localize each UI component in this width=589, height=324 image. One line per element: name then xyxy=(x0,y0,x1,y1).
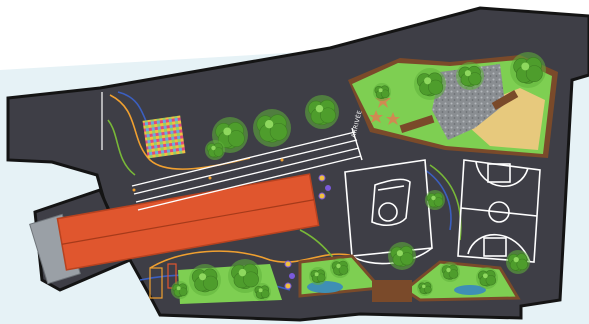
tree-canopy xyxy=(189,264,221,296)
tree-canopy xyxy=(171,281,189,299)
water-feature-2 xyxy=(454,285,486,295)
game-grid xyxy=(142,115,186,159)
tree-canopy xyxy=(330,258,350,278)
gravel-area xyxy=(432,64,505,140)
tree-canopy xyxy=(388,242,416,270)
tree-canopy xyxy=(309,267,327,285)
trees xyxy=(171,52,546,301)
basketball-court xyxy=(457,159,541,263)
tree-canopy xyxy=(510,52,546,88)
building-roof xyxy=(56,173,320,271)
wooden-bench xyxy=(399,114,435,134)
wooden-deck xyxy=(491,90,519,110)
small-court-left xyxy=(149,267,163,299)
tree-canopy xyxy=(476,267,498,289)
tree-canopy xyxy=(456,62,484,90)
tree-canopy xyxy=(425,190,445,210)
tree-canopy xyxy=(506,250,530,274)
tree-canopy xyxy=(228,259,262,293)
tree-canopy xyxy=(373,83,391,101)
tree-canopy xyxy=(253,109,291,147)
tree-canopy xyxy=(414,68,446,100)
running-track xyxy=(131,127,363,211)
track-marks xyxy=(132,158,284,192)
tree-canopy xyxy=(417,280,433,296)
play-marks xyxy=(284,174,331,290)
tree-canopy xyxy=(440,262,460,282)
half-court xyxy=(344,159,433,265)
tree-canopy xyxy=(205,140,225,160)
tree-canopy xyxy=(253,283,271,301)
tree-canopy xyxy=(305,95,339,129)
wood-path xyxy=(372,280,412,302)
